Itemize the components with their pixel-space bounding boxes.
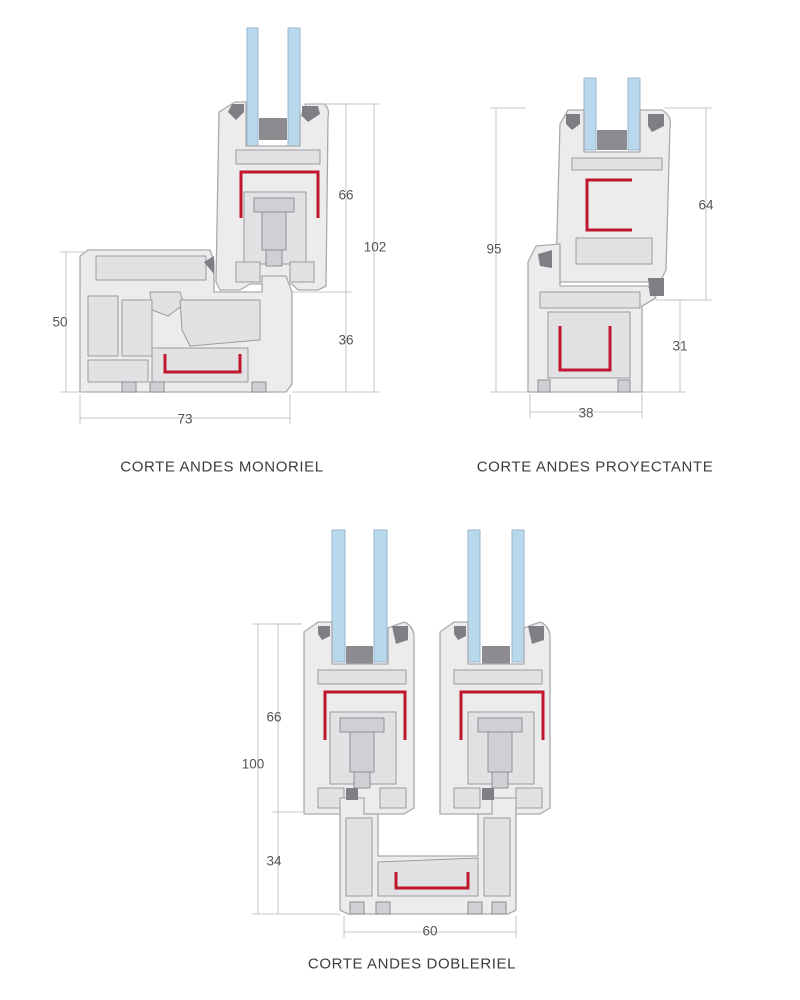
dim-label-top-height: 66	[338, 187, 354, 203]
glass-pane	[511, 529, 525, 663]
diagram-caption: CORTE ANDES DOBLERIEL	[307, 955, 517, 973]
glass-pane	[467, 529, 481, 663]
dim-label-top-height: 66	[266, 709, 282, 725]
dim-label-bottom-height: 36	[338, 332, 354, 348]
dim-label-total-height: 100	[241, 756, 265, 772]
dim-label-top-height: 64	[698, 197, 714, 213]
steel-reinforcement	[323, 690, 407, 740]
dim-label-width: 38	[578, 405, 594, 421]
diagram-caption: CORTE ANDES MONORIEL	[120, 458, 324, 476]
steel-reinforcement	[239, 170, 320, 218]
steel-reinforcement	[394, 872, 470, 890]
dobleriel-section-drawing	[252, 529, 551, 938]
steel-reinforcement	[558, 326, 612, 372]
monoriel-section-drawing	[60, 27, 380, 424]
dim-label-width: 73	[177, 411, 193, 427]
glass-pane	[373, 529, 388, 663]
diagram-caption: CORTE ANDES PROYECTANTE	[476, 458, 714, 476]
dim-label-total-height: 102	[363, 239, 387, 255]
dim-label-bottom-height: 31	[672, 338, 688, 354]
glass-pane	[583, 77, 597, 151]
glass-pane	[246, 27, 259, 147]
steel-reinforcement	[459, 690, 545, 740]
dim-label-width: 60	[422, 923, 438, 939]
glass-pane	[627, 77, 641, 151]
dim-label-total-height: 95	[486, 241, 502, 257]
glass-pane	[331, 529, 346, 663]
dim-label-left-height: 50	[52, 314, 68, 330]
dim-label-bottom-height: 34	[266, 853, 282, 869]
proyectante-section-drawing	[490, 77, 712, 418]
steel-reinforcement	[163, 354, 242, 374]
glass-pane	[287, 27, 301, 147]
steel-reinforcement	[585, 178, 632, 232]
